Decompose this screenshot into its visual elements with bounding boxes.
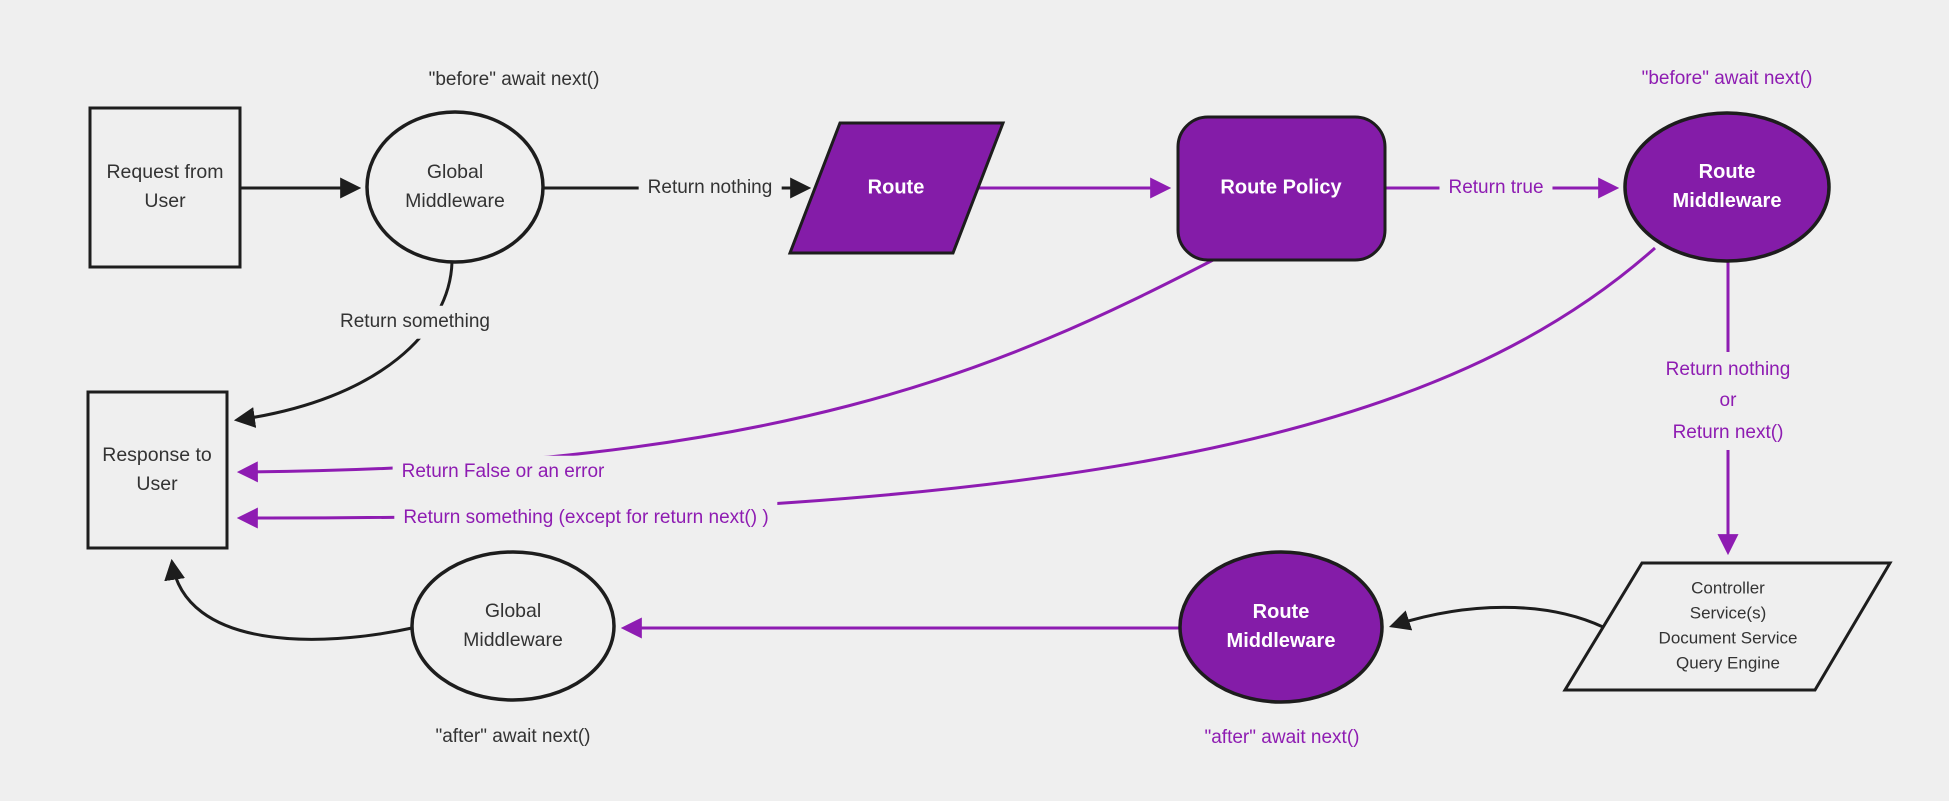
controller-services-parallelogram — [1562, 561, 1893, 692]
edge-controller-to-route-middleware-after — [1389, 605, 1604, 631]
request-from-user-box — [88, 106, 242, 269]
route-middleware-top-ellipse — [1623, 111, 1831, 263]
response-to-user-box — [86, 390, 229, 550]
edge-route-middleware-return-something-except — [236, 246, 1656, 529]
route-middleware-bottom-ellipse — [1178, 550, 1384, 704]
edge-global-middleware-return-something — [233, 261, 454, 428]
global-middleware-bottom-ellipse — [410, 550, 616, 702]
global-middleware-top-ellipse — [365, 110, 545, 264]
route-policy-box — [1176, 115, 1387, 262]
route-parallelogram — [787, 121, 1006, 255]
edge-global-middleware-to-response — [164, 558, 413, 641]
